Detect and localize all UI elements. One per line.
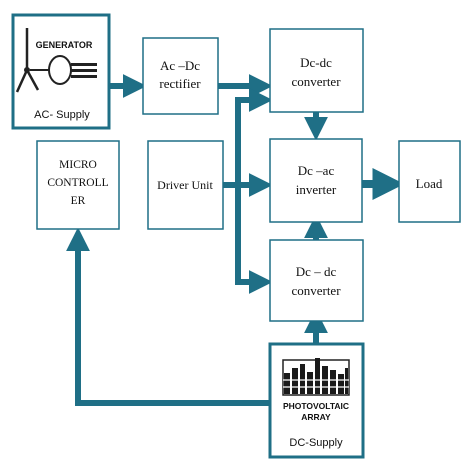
microcontroller-label-line3: ER <box>71 195 86 207</box>
dcdc-top-label-line1: Dc-dc <box>300 55 332 70</box>
inverter-label-line2: inverter <box>296 182 337 197</box>
pv-title-line2: ARRAY <box>301 412 331 422</box>
pv-block: PHOTOVOLTAIC ARRAY DC-Supply <box>270 344 363 457</box>
dcdc-top-block: Dc-dc converter <box>270 29 363 112</box>
load-label: Load <box>416 176 443 191</box>
bus-driver-to-dcdc-bottom <box>238 185 262 282</box>
dcdc-top-label-line2: converter <box>291 74 341 89</box>
generator-block: GENERATOR AC- Supply <box>13 15 109 128</box>
solar-panel-icon <box>283 358 349 395</box>
inverter-label-line1: Dc –ac <box>298 163 335 178</box>
rectifier-label-line1: Ac –Dc <box>160 58 200 73</box>
inverter-block: Dc –ac inverter <box>270 139 362 222</box>
arrow-pv-to-microcontroller <box>78 238 274 403</box>
pv-caption: DC-Supply <box>289 437 343 449</box>
dcdc-bottom-label-line1: Dc – dc <box>296 264 337 279</box>
dcdc-bottom-block: Dc – dc converter <box>270 240 363 321</box>
microcontroller-label-line1: MICRO <box>59 159 97 171</box>
microcontroller-label-line2: CONTROLL <box>47 177 108 189</box>
driver-label: Driver Unit <box>157 178 213 192</box>
load-block: Load <box>399 141 460 222</box>
generator-title: GENERATOR <box>36 40 93 50</box>
pv-title-line1: PHOTOVOLTAIC <box>283 401 349 411</box>
bus-driver-to-dcdc-top <box>238 100 262 185</box>
driver-block: Driver Unit <box>148 141 223 229</box>
generator-caption: AC- Supply <box>34 109 90 121</box>
rectifier-label-line2: rectifier <box>159 76 201 91</box>
microcontroller-block: MICRO CONTROLL ER <box>37 141 119 229</box>
rectifier-block: Ac –Dc rectifier <box>143 38 218 114</box>
dcdc-bottom-label-line2: converter <box>291 283 341 298</box>
